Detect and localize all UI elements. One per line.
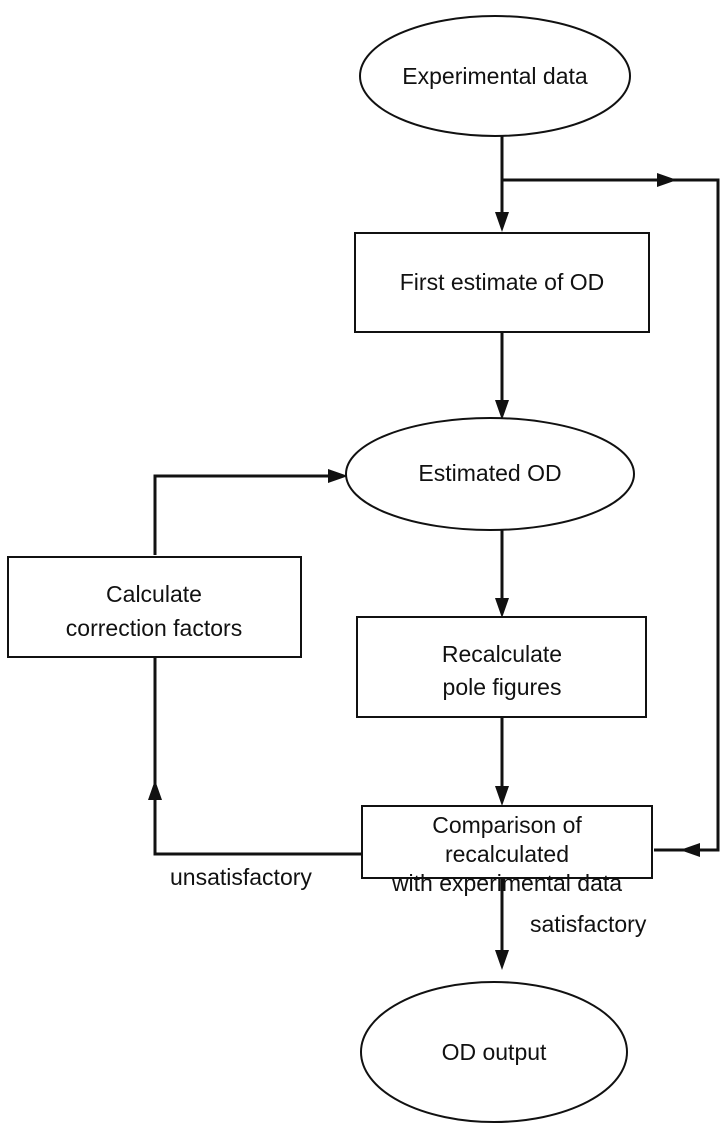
arrowhead-down-recalculate (495, 598, 509, 618)
arrowhead-down-comparison (495, 786, 509, 806)
label-experimental-data: Experimental data (402, 63, 588, 89)
label-recalculate-line-2: pole figures (443, 674, 562, 700)
arrowhead-right-bypass (657, 173, 677, 187)
box-recalculate (356, 616, 647, 718)
box-comparison (361, 805, 653, 879)
arrowhead-left-bypass (680, 843, 700, 857)
arrowhead-down-output (495, 950, 509, 970)
arrowhead-up-correction (148, 780, 162, 800)
arrowhead-down-first-estimate (495, 212, 509, 232)
label-comparison-line-2: recalculated (445, 841, 569, 867)
ellipse-experimental-data (359, 15, 631, 137)
label-recalculate-line-1: Recalculate (442, 641, 562, 667)
label-correction-line-1: Calculate (106, 581, 202, 607)
node-recalculate: Recalculate pole figures (356, 616, 647, 718)
label-od-output: OD output (442, 1039, 547, 1065)
label-correction-line-2: correction factors (66, 615, 242, 641)
box-correction-factors (7, 556, 302, 658)
arrowheads (148, 173, 700, 970)
arrowhead-down-estimated-od (495, 400, 509, 420)
arrowhead-right-estimated-od (328, 469, 348, 483)
node-estimated-od: Estimated OD (345, 417, 635, 531)
label-first-estimate: First estimate of OD (400, 269, 604, 295)
label-estimated-od: Estimated OD (418, 460, 561, 486)
node-correction-factors: Calculate correction factors (7, 556, 302, 658)
edge-label-unsatisfactory: unsatisfactory (170, 864, 312, 890)
ellipse-estimated-od (345, 417, 635, 531)
node-experimental-data: Experimental data (359, 15, 631, 137)
edge-label-satisfactory: satisfactory (530, 911, 647, 937)
node-od-output: OD output (360, 981, 628, 1123)
box-first-estimate (354, 232, 650, 333)
label-comparison-line-1: Comparison of (432, 812, 582, 838)
connector-correction-to-estimated-od (153, 474, 338, 555)
ellipse-od-output (360, 981, 628, 1123)
node-comparison: Comparison of recalculated with experime… (361, 805, 653, 896)
node-first-estimate: First estimate of OD (354, 232, 650, 333)
label-comparison-line-3: with experimental data (391, 870, 622, 896)
